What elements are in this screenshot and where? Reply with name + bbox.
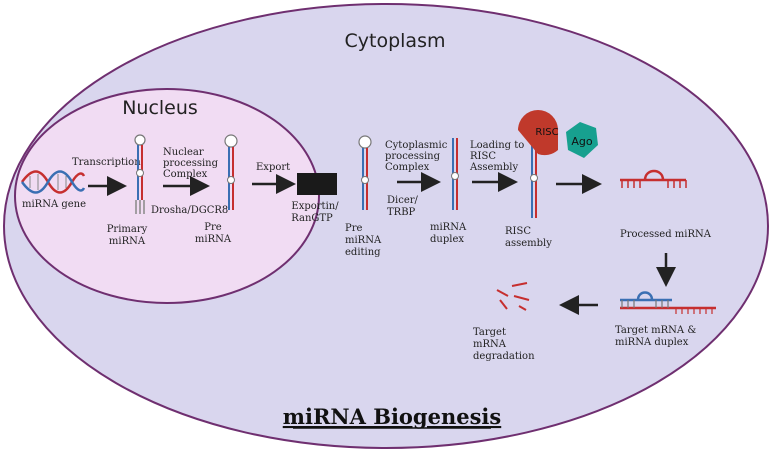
duplex-label-1: miRNA	[430, 222, 467, 233]
primary-mirna-hairpin-icon	[134, 134, 146, 214]
risc-complex-icon	[518, 110, 558, 156]
nucleus-label: Nucleus	[122, 97, 198, 119]
loading-label-3: Assembly	[469, 162, 518, 173]
primary-label-2: miRNA	[109, 236, 146, 247]
degradation-label-3: degradation	[473, 351, 535, 362]
loading-label-2: RISC	[470, 151, 496, 162]
mirna-duplex-icon	[451, 138, 459, 210]
degraded-mrna-fragments-icon	[496, 282, 530, 311]
duplex-label-2: duplex	[430, 234, 464, 245]
cytoplasm-label: Cytoplasm	[345, 30, 446, 52]
mirna-gene-label: miRNA gene	[22, 199, 86, 210]
export-label: Export	[256, 162, 290, 173]
dicer-label-1: Dicer/	[387, 195, 419, 206]
pre-mirna-editing-hairpin-icon	[358, 135, 372, 210]
risc-assembly-icon	[518, 110, 598, 218]
loading-label-1: Loading to	[470, 140, 524, 151]
nuclear-label-1: Nuclear	[163, 147, 204, 158]
diagram-title: miRNA Biogenesis	[283, 404, 501, 429]
processed-mirna-icon	[620, 169, 687, 188]
ago-protein-icon	[566, 122, 598, 158]
degradation-label-2: mRNA	[473, 339, 507, 350]
nucleus-region	[14, 88, 320, 304]
drosha-label: Drosha/DGCR8	[151, 205, 228, 216]
target-duplex-icon	[620, 291, 716, 314]
pre-mirna-hairpin-icon	[224, 134, 238, 210]
degradation-label-1: Target	[473, 327, 506, 338]
dna-helix-icon	[20, 170, 86, 194]
dicer-label-2: TRBP	[387, 207, 416, 218]
exportin-label-1: Exportin/	[291, 201, 339, 212]
cyto-label-2: processing	[385, 151, 441, 162]
risc-assembly-label-1: RISC	[505, 226, 531, 237]
pre-label-2: miRNA	[195, 234, 232, 245]
processed-mirna-label: Processed miRNA	[620, 229, 712, 240]
cyto-label-1: Cytoplasmic	[385, 140, 448, 151]
cyto-label-3: Complex	[385, 162, 430, 173]
target-duplex-label-2: miRNA duplex	[615, 337, 689, 348]
transcription-label: Transcription	[72, 157, 141, 168]
exportin-pore-icon	[297, 173, 337, 195]
nuclear-label-3: Complex	[163, 169, 208, 180]
nuclear-label-2: processing	[163, 158, 219, 169]
target-duplex-label-1: Target mRNA &	[615, 325, 696, 336]
risc-assembly-label-2: assembly	[505, 238, 552, 249]
pre-label-1: Pre	[204, 222, 222, 233]
risc-badge-label: RISC	[535, 127, 558, 138]
primary-label-1: Primary	[107, 224, 148, 235]
pre-editing-label-1: Pre	[345, 223, 363, 234]
ago-badge-label: Ago	[571, 135, 593, 148]
exportin-label-2: RanGTP	[291, 213, 333, 224]
pre-editing-label-2: miRNA	[345, 235, 382, 246]
pre-editing-label-3: editing	[345, 247, 381, 258]
